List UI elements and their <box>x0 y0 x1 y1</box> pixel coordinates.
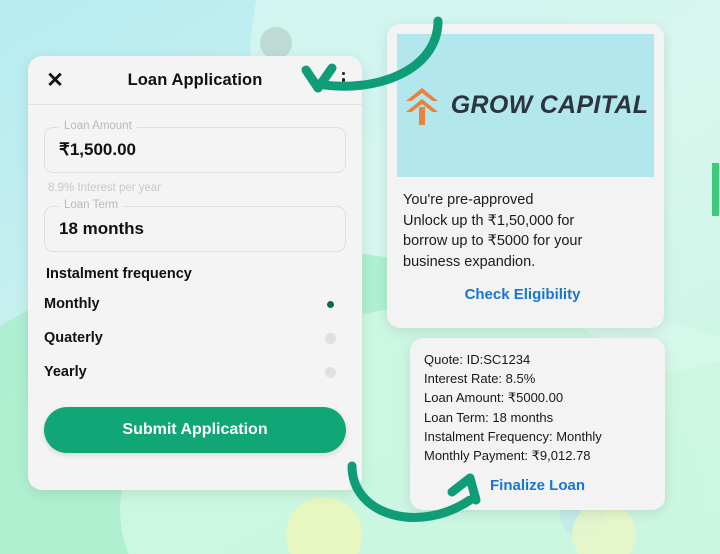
frequency-option-label: Yearly <box>44 364 87 380</box>
kebab-menu-icon[interactable] <box>341 71 345 89</box>
quote-line-frequency: Instalment Frequency: Monthly <box>424 428 602 444</box>
frequency-option-yearly[interactable]: Yearly <box>44 355 346 389</box>
frequency-option-label: Quaterly <box>44 330 103 346</box>
quote-line-monthly-payment: Monthly Payment: ₹9,012.78 <box>424 448 591 464</box>
quote-line-id: Quote: ID:SC1234 <box>424 352 531 367</box>
quote-line-loan-amount: Loan Amount: ₹5000.00 <box>424 390 564 406</box>
form-body: Loan Amount ₹1,500.00 8.9% Interest per … <box>28 105 362 453</box>
frequency-option-label: Monthly <box>44 296 100 312</box>
interest-helper-text: 8.9% Interest per year <box>48 182 162 194</box>
loan-amount-field[interactable]: Loan Amount ₹1,500.00 <box>44 120 346 173</box>
instalment-frequency-title: Instalment frequency <box>46 266 192 282</box>
quote-line-interest-rate: Interest Rate: 8.5% <box>424 371 536 387</box>
check-eligibility-link[interactable]: Check Eligibility <box>464 286 581 304</box>
radio-dot-icon[interactable] <box>325 332 336 344</box>
promo-text: You're pre-approved Unlock up th ₹1,50,0… <box>403 190 648 272</box>
promo-line: You're pre-approved <box>403 192 534 208</box>
form-header: ✕ Loan Application <box>28 56 362 105</box>
decorative-edge-strip <box>712 163 719 216</box>
frequency-option-monthly[interactable]: Monthly <box>44 287 346 321</box>
decorative-circle-yellow-right <box>572 502 636 554</box>
loan-term-field[interactable]: Loan Term 18 months <box>44 199 346 252</box>
brand-banner: GROW CAPITAL <box>397 34 654 177</box>
promo-line: Unlock up th ₹1,50,000 for <box>403 212 575 229</box>
promo-line: borrow up to ₹5000 for your <box>403 233 583 250</box>
decorative-circle-grey <box>260 27 292 59</box>
frequency-option-quaterly[interactable]: Quaterly <box>44 321 346 355</box>
close-icon[interactable]: ✕ <box>46 68 64 92</box>
pre-approval-promo-card: GROW CAPITAL You're pre-approved Unlock … <box>387 24 664 328</box>
loan-term-value: 18 months <box>59 219 145 238</box>
quote-line-loan-term: Loan Term: 18 months <box>424 409 554 425</box>
promo-line: business expandion. <box>403 253 536 270</box>
submit-application-button[interactable]: Submit Application <box>44 407 346 453</box>
finalize-loan-link[interactable]: Finalize Loan <box>489 477 585 495</box>
page-title: Loan Application <box>127 70 263 89</box>
chevron-up-logo-icon <box>403 85 441 127</box>
brand-name: GROW CAPITAL <box>450 91 649 119</box>
radio-dot-icon[interactable] <box>325 366 336 378</box>
loan-amount-label: Loan Amount <box>59 120 137 132</box>
loan-quote-card: Quote: ID:SC1234 Interest Rate: 8.5% Loa… <box>410 338 665 510</box>
radio-dot-icon[interactable] <box>327 300 334 308</box>
loan-amount-value: ₹1,500.00 <box>59 140 136 159</box>
loan-term-label: Loan Term <box>59 199 124 211</box>
loan-application-card: ✕ Loan Application Loan Amount ₹1,500.00… <box>28 56 362 490</box>
